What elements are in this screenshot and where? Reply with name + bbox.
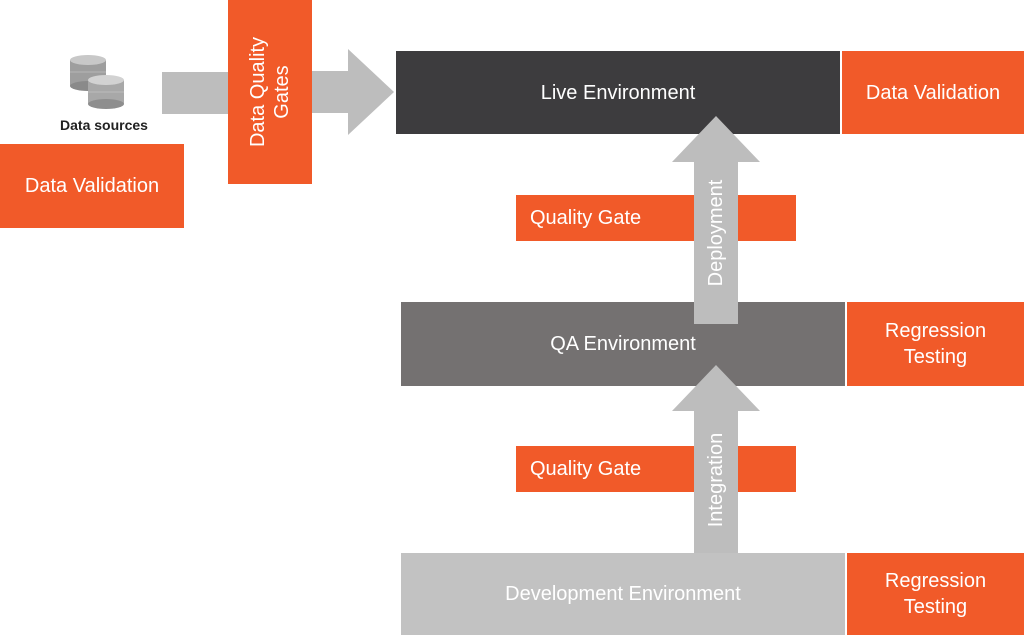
quality-gate-upper-box: Quality Gate [516, 195, 796, 241]
deployment-arrow [672, 116, 760, 324]
live-data-validation-label: Data Validation [865, 81, 1001, 104]
quality-gate-lower-label: Quality Gate [530, 458, 642, 480]
development-environment-box: Development Environment [401, 553, 845, 635]
qa-environment-label: QA Environment [550, 333, 696, 355]
dev-regression-testing-label: Regression Testing [884, 570, 987, 618]
quality-gate-upper-label: Quality Gate [530, 207, 642, 229]
deployment-arrow-shaft-overlay [694, 302, 738, 324]
quality-gate-lower-box: Quality Gate [516, 446, 796, 492]
left-data-validation-label: Data Validation [24, 175, 160, 197]
integration-label: Integration [705, 432, 727, 528]
dev-regression-testing-box: Regression Testing [847, 553, 1024, 635]
deployment-label: Deployment [705, 179, 727, 287]
sources-connector [162, 72, 228, 114]
qa-regression-testing-box: Regression Testing [847, 302, 1024, 386]
development-environment-label: Development Environment [505, 583, 741, 605]
live-data-validation-box: Data Validation [842, 51, 1024, 134]
qa-environment-box: QA Environment [401, 302, 845, 386]
gates-to-live-arrow [312, 49, 394, 135]
qa-regression-testing-label: Regression Testing [884, 320, 987, 368]
data-quality-gates-box [228, 0, 312, 184]
database-icon [70, 55, 124, 109]
data-quality-gates-label: Data Quality Gates [247, 36, 293, 148]
integration-arrow [672, 365, 760, 575]
data-sources-label: Data sources [60, 117, 148, 133]
left-data-validation-box: Data Validation [0, 144, 184, 228]
live-environment-label: Live Environment [540, 81, 696, 104]
live-environment-box: Live Environment [396, 51, 840, 134]
